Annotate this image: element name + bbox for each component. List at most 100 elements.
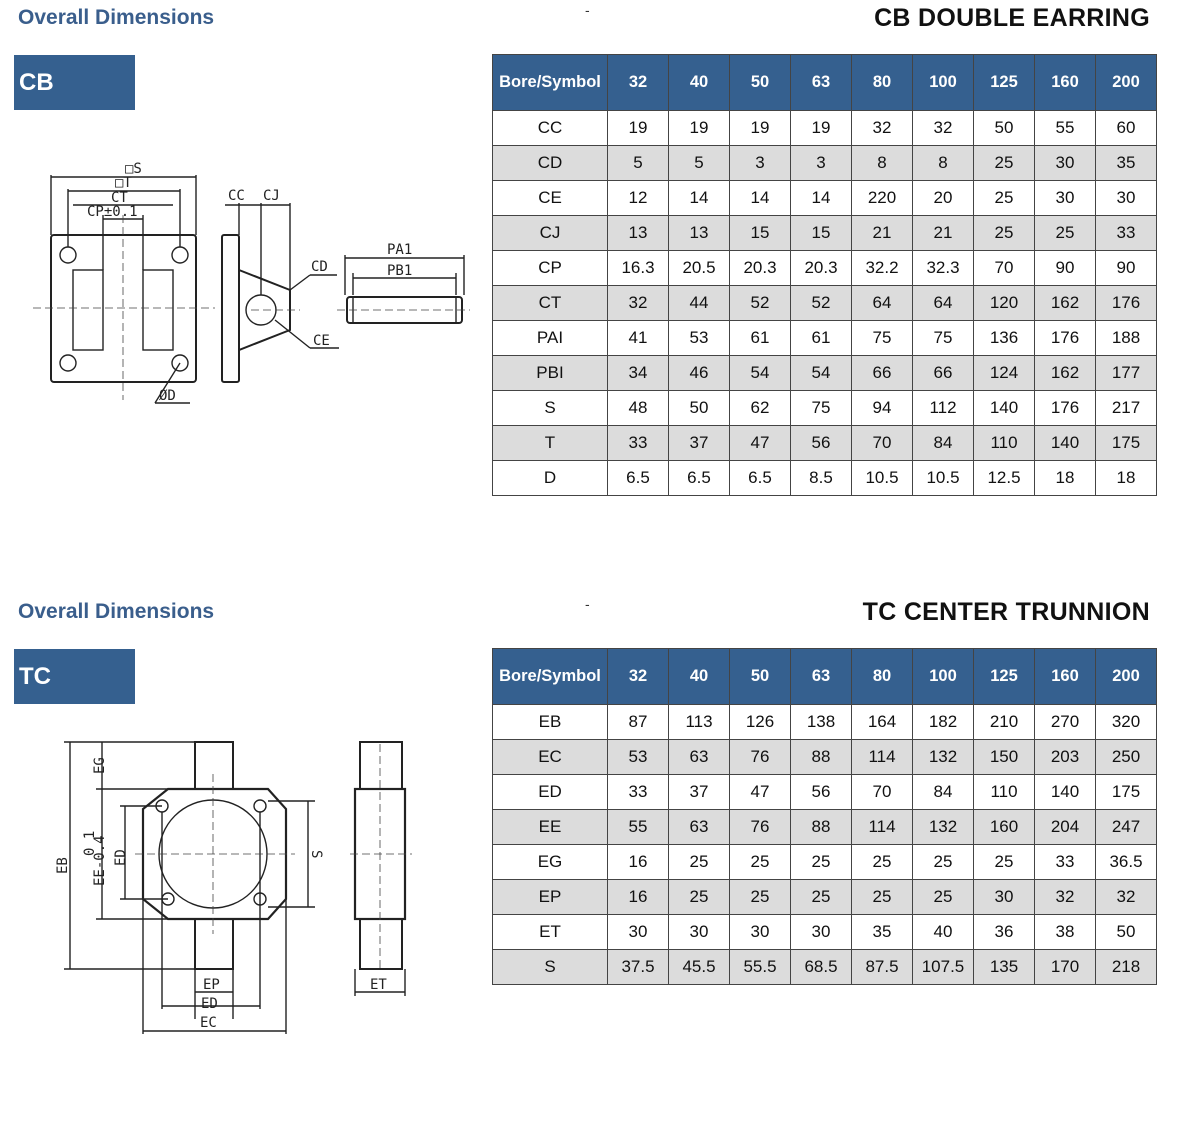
dim-label-t: □T bbox=[115, 175, 132, 191]
value-cell: 164 bbox=[851, 704, 913, 740]
header-cell: 32 bbox=[607, 648, 669, 705]
header-cell: 80 bbox=[851, 54, 913, 111]
value-cell: 47 bbox=[729, 425, 791, 461]
value-cell: 87.5 bbox=[851, 949, 913, 985]
header-cell: 80 bbox=[851, 648, 913, 705]
dim-label-pb1: PB1 bbox=[387, 263, 412, 279]
separator-dash: - bbox=[585, 596, 590, 612]
value-cell: 13 bbox=[607, 215, 669, 251]
value-cell: 135 bbox=[973, 949, 1035, 985]
dim-label-ct: CT bbox=[111, 190, 128, 206]
value-cell: 94 bbox=[851, 390, 913, 426]
cb-section: Overall Dimensions - CB DOUBLE EARRING C… bbox=[0, 0, 1179, 560]
dim-label-et: ET bbox=[370, 977, 387, 993]
value-cell: 19 bbox=[607, 110, 669, 146]
value-cell: 30 bbox=[1034, 180, 1096, 216]
value-cell: 25 bbox=[729, 879, 791, 915]
value-cell: 34 bbox=[607, 355, 669, 391]
dim-label-cc: CC bbox=[228, 188, 245, 204]
value-cell: 32.3 bbox=[912, 250, 974, 286]
value-cell: 217 bbox=[1095, 390, 1157, 426]
value-cell: 6.5 bbox=[607, 460, 669, 496]
value-cell: 55 bbox=[1034, 110, 1096, 146]
dim-label-cd: CD bbox=[311, 259, 328, 275]
value-cell: 53 bbox=[668, 320, 730, 356]
value-cell: 175 bbox=[1095, 425, 1157, 461]
value-cell: 218 bbox=[1095, 949, 1157, 985]
value-cell: 220 bbox=[851, 180, 913, 216]
row-symbol-cell: S bbox=[492, 390, 608, 426]
value-cell: 120 bbox=[973, 285, 1035, 321]
value-cell: 64 bbox=[912, 285, 974, 321]
value-cell: 56 bbox=[790, 774, 852, 810]
value-cell: 30 bbox=[790, 914, 852, 950]
value-cell: 20.3 bbox=[790, 250, 852, 286]
value-cell: 110 bbox=[973, 425, 1035, 461]
row-symbol-cell: EG bbox=[492, 844, 608, 880]
value-cell: 250 bbox=[1095, 739, 1157, 775]
header-cell: Bore/Symbol bbox=[492, 54, 608, 111]
section-title: Overall Dimensions bbox=[18, 6, 215, 29]
row-symbol-cell: EC bbox=[492, 739, 608, 775]
value-cell: 320 bbox=[1095, 704, 1157, 740]
value-cell: 84 bbox=[912, 774, 974, 810]
value-cell: 56 bbox=[790, 425, 852, 461]
value-cell: 175 bbox=[1095, 774, 1157, 810]
value-cell: 47 bbox=[729, 774, 791, 810]
value-cell: 38 bbox=[1034, 914, 1096, 950]
value-cell: 150 bbox=[973, 739, 1035, 775]
row-symbol-cell: CT bbox=[492, 285, 608, 321]
value-cell: 162 bbox=[1034, 285, 1096, 321]
table-header-row: Bore/Symbol 32 40 50 63 80 100 125 160 2… bbox=[492, 54, 1157, 111]
row-symbol-cell: EP bbox=[492, 879, 608, 915]
row-symbol-cell: ET bbox=[492, 914, 608, 950]
value-cell: 30 bbox=[973, 879, 1035, 915]
row-symbol-cell: CP bbox=[492, 250, 608, 286]
value-cell: 35 bbox=[851, 914, 913, 950]
header-cell: 200 bbox=[1095, 648, 1157, 705]
header-cell: 63 bbox=[790, 54, 852, 111]
value-cell: 60 bbox=[1095, 110, 1157, 146]
header-cell: 100 bbox=[912, 54, 974, 111]
value-cell: 12.5 bbox=[973, 460, 1035, 496]
dim-label-s: □S bbox=[125, 161, 142, 177]
value-cell: 46 bbox=[668, 355, 730, 391]
value-cell: 247 bbox=[1095, 809, 1157, 845]
value-cell: 112 bbox=[912, 390, 974, 426]
value-cell: 140 bbox=[1034, 774, 1096, 810]
value-cell: 210 bbox=[973, 704, 1035, 740]
value-cell: 32 bbox=[1095, 879, 1157, 915]
header-cell: 125 bbox=[973, 54, 1035, 111]
value-cell: 3 bbox=[729, 145, 791, 181]
row-symbol-cell: D bbox=[492, 460, 608, 496]
value-cell: 19 bbox=[729, 110, 791, 146]
value-cell: 14 bbox=[790, 180, 852, 216]
value-cell: 18 bbox=[1034, 460, 1096, 496]
row-symbol-cell: CC bbox=[492, 110, 608, 146]
value-cell: 136 bbox=[973, 320, 1035, 356]
value-cell: 162 bbox=[1034, 355, 1096, 391]
value-cell: 20.3 bbox=[729, 250, 791, 286]
value-cell: 132 bbox=[912, 809, 974, 845]
value-cell: 66 bbox=[912, 355, 974, 391]
value-cell: 15 bbox=[790, 215, 852, 251]
value-cell: 3 bbox=[790, 145, 852, 181]
row-symbol-cell: T bbox=[492, 425, 608, 461]
value-cell: 140 bbox=[973, 390, 1035, 426]
header-cell: 32 bbox=[607, 54, 669, 111]
value-cell: 35 bbox=[1095, 145, 1157, 181]
value-cell: 13 bbox=[668, 215, 730, 251]
value-cell: 76 bbox=[729, 739, 791, 775]
value-cell: 40 bbox=[912, 914, 974, 950]
value-cell: 10.5 bbox=[912, 460, 974, 496]
value-cell: 6.5 bbox=[729, 460, 791, 496]
value-cell: 32 bbox=[851, 110, 913, 146]
value-cell: 177 bbox=[1095, 355, 1157, 391]
